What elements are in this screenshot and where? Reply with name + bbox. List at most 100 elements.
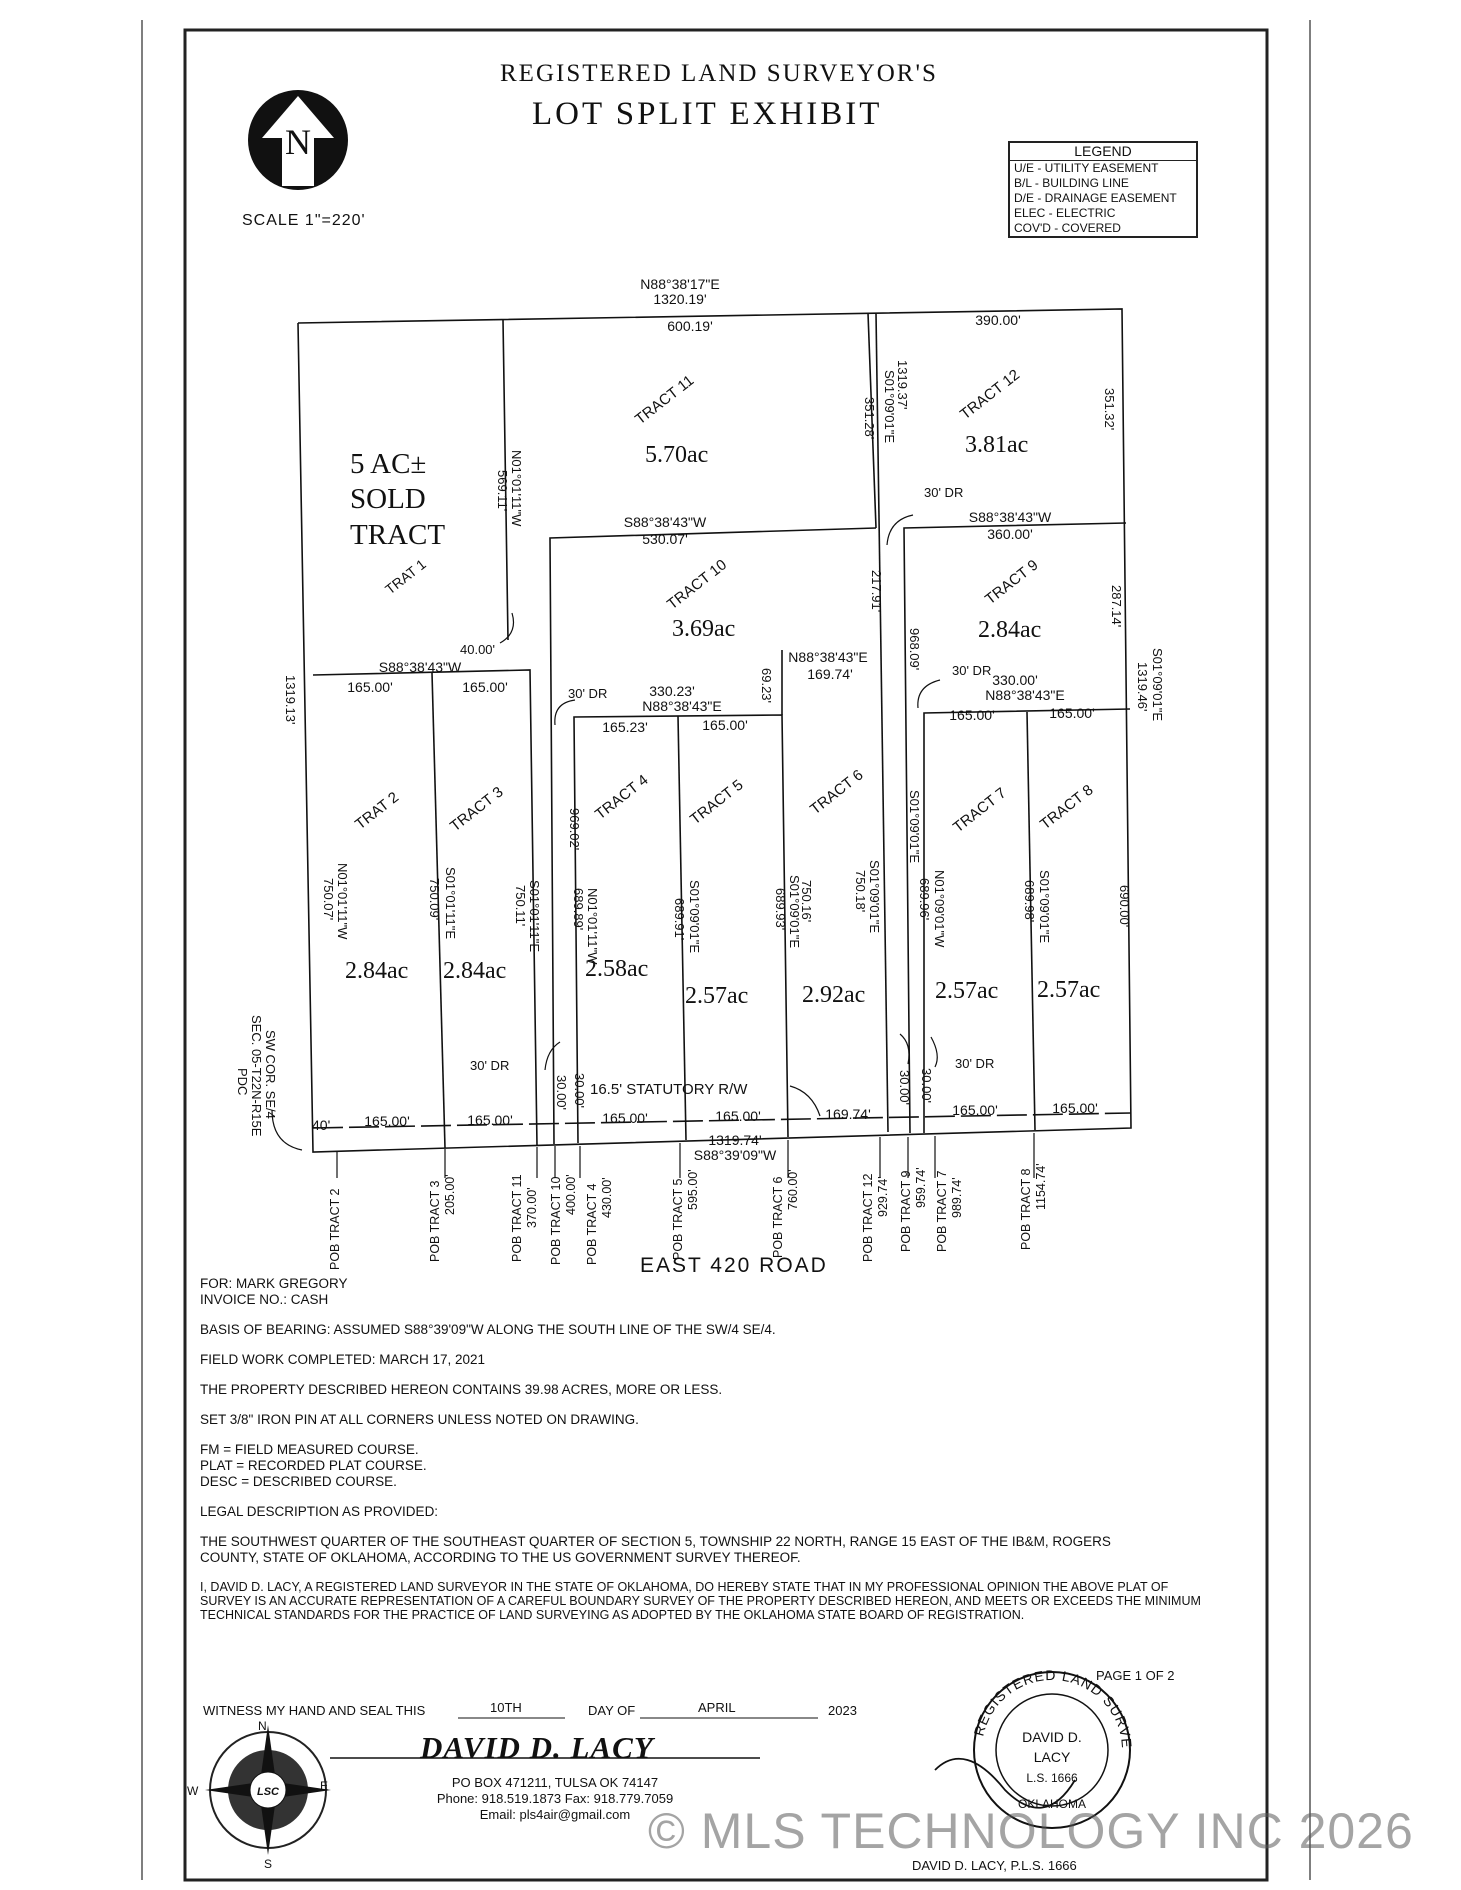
dist-330: 330.00' <box>992 672 1038 688</box>
seal-name-2: LACY <box>1034 1749 1071 1765</box>
v6rr-bearing: S01°09'01"E <box>867 860 882 933</box>
dist-1319-37: 1319.37' <box>895 360 910 409</box>
legend-box: LEGEND U/E - UTILITY EASEMENT B/L - BUIL… <box>1008 141 1198 238</box>
sw-cor-2: SEC. 05-T22N-R15E <box>249 1015 264 1137</box>
v6rr-dist: 750.18' <box>853 870 868 912</box>
cert-line-3: TECHNICAL STANDARDS FOR THE PRACTICE OF … <box>200 1608 1025 1622</box>
tract-3-label: TRACT 3 <box>447 783 507 835</box>
pob-7: POB TRACT 7 <box>935 1170 949 1252</box>
tract-3-width: 165.00' <box>462 679 508 695</box>
v3r-bearing: S01°01'11"E <box>527 880 542 952</box>
legal-line-2: COUNTY, STATE OF OKLAHOMA, ACCORDING TO … <box>200 1550 801 1565</box>
legend-item: B/L - BUILDING LINE <box>1014 176 1129 190</box>
compass-e: E <box>320 1779 328 1793</box>
pob-8: POB TRACT 8 <box>1019 1168 1033 1250</box>
tract-2-acres: 2.84ac <box>345 958 408 984</box>
bottom-distance: 1319.74' <box>708 1132 761 1148</box>
v7-bearing: N01°09'01"W <box>932 870 947 948</box>
pob-9-dist: 959.74' <box>914 1167 928 1208</box>
south-165-f: 165.00' <box>1052 1100 1098 1116</box>
seal-num: L.S. 1666 <box>1026 1771 1078 1785</box>
tract-10-label: TRACT 10 <box>664 556 730 613</box>
title-line-1: REGISTERED LAND SURVEYOR'S <box>500 60 938 87</box>
sw-cor-1: SW COR. SE/4 <box>263 1030 278 1119</box>
pob-12: POB TRACT 12 <box>861 1173 875 1262</box>
tract-4-label: TRACT 4 <box>592 771 652 823</box>
dist-217: 217.91' <box>869 570 884 612</box>
dist-569: 569.11' <box>495 470 510 511</box>
pob-5-dist: 595.00' <box>686 1169 700 1210</box>
v8-bearing: S01°09'01"E <box>1037 870 1052 943</box>
fm-note: FM = FIELD MEASURED COURSE. <box>200 1442 419 1457</box>
tract-8-label: TRACT 8 <box>1037 781 1097 833</box>
sw-cor-3: PDC <box>235 1068 250 1095</box>
sold-line-1: 5 AC± <box>350 448 426 480</box>
tract-9-distance: 360.00' <box>987 526 1033 542</box>
trat-2-label: TRAT 2 <box>352 789 402 833</box>
tract-2-width: 165.00' <box>347 679 393 695</box>
dist-351-28: 351.28' <box>862 397 877 439</box>
pob-11-dist: 370.00' <box>525 1187 539 1228</box>
v6-dist: 689.93' <box>773 888 788 930</box>
phone: Phone: 918.519.1873 Fax: 918.779.7059 <box>436 1791 674 1806</box>
tract-8-acres: 2.57ac <box>1037 977 1100 1003</box>
client-name: FOR: MARK GREGORY <box>200 1276 348 1291</box>
bottom-bearing: S88°39'09"W <box>694 1147 777 1163</box>
legend-title: LEGEND <box>1010 143 1196 161</box>
sold-line-2: SOLD <box>350 483 426 515</box>
boundary-lines <box>297 308 1132 1153</box>
invoice-number: INVOICE NO.: CASH <box>200 1292 329 1307</box>
iron-pin-note: SET 3/8" IRON PIN AT ALL CORNERS UNLESS … <box>200 1412 639 1427</box>
tract-7-width: 165.00' <box>949 707 995 723</box>
acreage-note: THE PROPERTY DESCRIBED HEREON CONTAINS 3… <box>200 1382 723 1397</box>
tract-7-acres: 2.57ac <box>935 978 998 1004</box>
pob-6: POB TRACT 6 <box>771 1176 785 1258</box>
compass-s: S <box>264 1857 272 1871</box>
field-work-date: FIELD WORK COMPLETED: MARCH 17, 2021 <box>200 1352 486 1367</box>
trat-1-label: TRAT 1 <box>382 556 429 598</box>
top-distance: 1320.19' <box>653 291 706 307</box>
tract-9-bearing: S88°38'43"W <box>969 509 1052 525</box>
v2-bearing: N01°01'11"W <box>335 863 350 940</box>
dist-969: 969.02' <box>567 808 582 850</box>
tract-5-width: 165.00' <box>702 717 748 733</box>
day-of-text: DAY OF <box>588 1703 636 1718</box>
v2-dist: 750.07' <box>321 878 336 920</box>
pob-2: POB TRACT 2 <box>328 1188 342 1270</box>
pob-6-dist: 760.00' <box>786 1169 800 1210</box>
legend-item: ELEC - ELECTRIC <box>1014 206 1116 220</box>
notes-block: FOR: MARK GREGORY INVOICE NO.: CASH BASI… <box>200 1276 1201 1622</box>
v4-dist: 689.89' <box>571 888 586 930</box>
seal-bottom-text: DAVID D. LACY, P.L.S. 1666 <box>912 1858 1077 1873</box>
tract-4-5-bearing: N88°38'43"E <box>642 698 721 714</box>
email: Email: pls4air@gmail.com <box>479 1807 631 1822</box>
tract-10-acres: 3.69ac <box>672 616 735 642</box>
tract-12-acres: 3.81ac <box>965 432 1028 458</box>
drawing-frame <box>183 28 1269 1882</box>
dr-30-a: 30' DR <box>924 485 963 500</box>
v8r-dist: 690.00' <box>1117 885 1132 927</box>
address: PO BOX 471211, TULSA OK 74147 <box>451 1775 659 1790</box>
tract-10-distance: 530.07' <box>642 531 688 547</box>
legend-item: U/E - UTILITY EASEMENT <box>1014 161 1159 175</box>
tract-6-acres: 2.92ac <box>802 982 865 1008</box>
bearing-1319-46: S01°09'01"E <box>1150 648 1165 721</box>
v7-dist: 689.96' <box>917 878 932 920</box>
seal-name-1: DAVID D. <box>1022 1729 1082 1745</box>
dist-968: 968.09' <box>907 628 922 670</box>
pob-10: POB TRACT 10 <box>549 1176 563 1265</box>
top-bearing: N88°38'17"E <box>640 276 719 292</box>
watermark: © MLS TECHNOLOGY INC 2026 <box>648 1803 1414 1859</box>
surveyor-contact: PO BOX 471211, TULSA OK 74147 Phone: 918… <box>395 1775 715 1823</box>
south-165-d: 165.00' <box>715 1108 761 1124</box>
v3-dist: 750.09' <box>427 878 442 920</box>
d-30-c: 30.00' <box>897 1070 912 1105</box>
compass-mid: LSC <box>257 1786 280 1798</box>
page-number: PAGE 1 OF 2 <box>1096 1668 1175 1683</box>
dist-287: 287.14' <box>1109 585 1124 627</box>
tract-7-8-bearing: N88°38'43"E <box>985 687 1064 703</box>
legend-item: COV'D - COVERED <box>1014 221 1121 235</box>
tract-2-3-bearing: S88°38'43"W <box>379 659 462 675</box>
tract-10-bearing: S88°38'43"W <box>624 514 707 530</box>
